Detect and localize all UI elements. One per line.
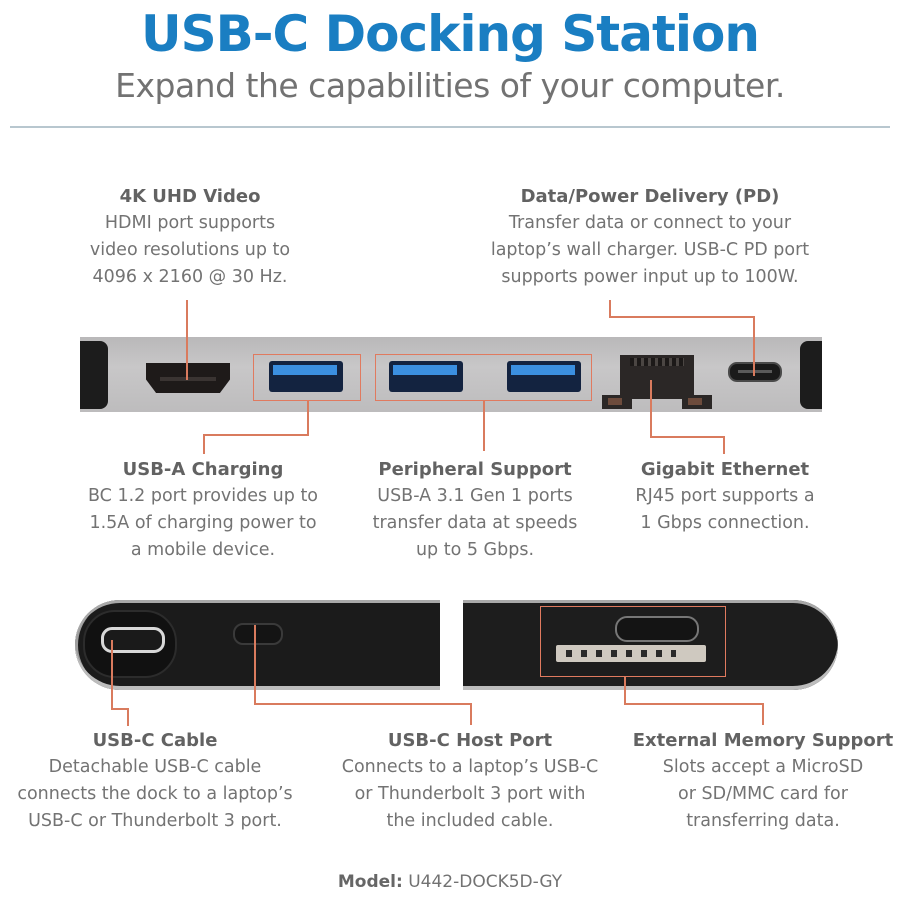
callout-title: 4K UHD Video [119,186,261,207]
callout-title: Gigabit Ethernet [640,459,810,480]
leader-pd [609,316,755,318]
microsd-slot-icon [615,616,699,642]
dock-edge-right [800,341,822,409]
leader-host [254,625,256,705]
dock-front-view [80,337,822,412]
leader-memory [624,703,764,705]
ethernet-pins [630,358,684,366]
usb-c-pd-port-icon [728,362,782,382]
header-separator [10,126,890,128]
callout-gigabit-ethernet: Gigabit Ethernet RJ45 port supports a 1 … [615,456,835,537]
callout-title: Peripheral Support [378,459,572,480]
dock-right-side-view [463,600,838,690]
callout-title: USB-C Cable [92,730,218,751]
leader-pd [609,300,611,318]
leader-ethernet [650,436,725,438]
model-number: Model: U442-DOCK5D-GY [0,872,900,892]
callout-title: External Memory Support [632,730,894,751]
leader-ethernet [650,380,652,438]
callout-usb-a-charging: USB-A Charging BC 1.2 port provides up t… [63,456,343,564]
callout-power-delivery: Data/Power Delivery (PD) Transfer data o… [470,183,830,291]
leader-charging [203,434,309,436]
leader-memory [762,703,764,725]
leader-peripheral [483,401,485,451]
leader-host [470,703,472,725]
highlight-peripheral-ports [375,354,592,401]
callout-title: Data/Power Delivery (PD) [520,186,780,207]
callout-peripheral-support: Peripheral Support USB-A 3.1 Gen 1 ports… [355,456,595,564]
model-label: Model: [337,872,403,892]
leader-memory [624,677,626,705]
leader-pd [753,316,755,376]
callout-4k-video: 4K UHD Video HDMI port supports video re… [60,183,320,291]
callout-title: USB-C Host Port [387,730,553,751]
leader-cable [127,708,129,726]
usb-c-host-port-icon [233,623,283,645]
highlight-memory-slots [540,606,726,677]
leader-charging [307,401,309,436]
callout-external-memory: External Memory Support Slots accept a M… [628,727,898,835]
leader-ethernet [723,436,725,454]
model-value: U442-DOCK5D-GY [408,872,563,892]
dock-left-side-view [75,600,440,690]
callout-usb-c-cable: USB-C Cable Detachable USB-C cable conne… [0,727,310,835]
leader-host [254,703,472,705]
page-subtitle: Expand the capabilities of your computer… [115,66,785,105]
leader-cable [111,640,113,710]
dock-edge-left [80,341,108,409]
highlight-usb-a-charging [253,354,361,401]
callout-usb-c-host-port: USB-C Host Port Connects to a laptop’s U… [325,727,615,835]
usb-a-port-icon [389,361,463,392]
leader-charging [203,434,205,454]
sd-card-slot-icon [556,645,706,662]
ethernet-port-icon [602,355,712,409]
leader-cable [111,708,129,710]
usb-a-charging-port-icon [269,361,343,392]
callout-title: USB-A Charging [122,459,284,480]
page-title: USB-C Docking Station [141,5,760,63]
leader-video [186,300,188,380]
usb-a-port-icon [507,361,581,392]
hdmi-port-icon [146,363,230,393]
